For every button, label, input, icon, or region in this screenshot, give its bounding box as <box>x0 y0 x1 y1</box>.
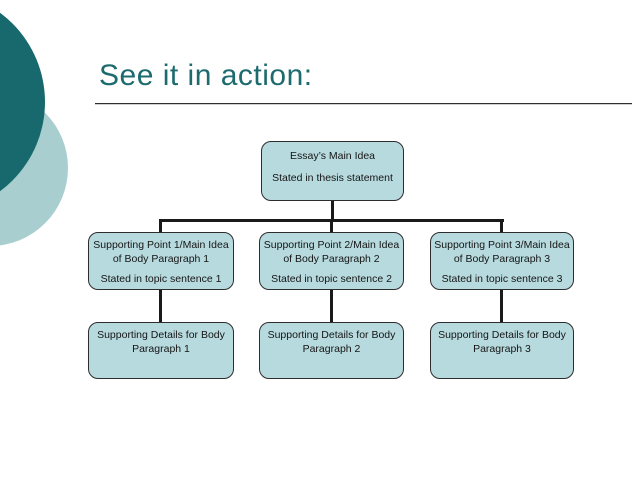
connector-stub-column-3 <box>500 221 503 234</box>
connector-crossbar <box>159 219 504 222</box>
node-main-idea: Essay’s Main Idea Stated in thesis state… <box>261 141 404 201</box>
connector-drop-column-1 <box>159 288 162 324</box>
node-supporting-point-2-note: Stated in topic sentence 2 <box>271 273 392 286</box>
node-supporting-point-1-heading: Supporting Point 1/Main Idea of Body Par… <box>93 239 229 266</box>
node-main-idea-note: Stated in thesis statement <box>272 172 393 185</box>
slide-title: See it in action: <box>99 59 313 92</box>
node-supporting-details-2-text: Supporting Details for Body Paragraph 2 <box>267 329 396 356</box>
connector-root-stem <box>331 199 334 221</box>
node-supporting-point-1-note: Stated in topic sentence 1 <box>100 273 222 286</box>
node-supporting-details-2: Supporting Details for Body Paragraph 2 <box>259 322 404 379</box>
node-supporting-details-1-text: Supporting Details for Body Paragraph 1 <box>97 329 225 356</box>
node-supporting-point-3: Supporting Point 3/Main Idea of Body Par… <box>430 232 574 290</box>
node-supporting-point-2: Supporting Point 2/Main Idea of Body Par… <box>259 232 404 290</box>
node-supporting-point-2-heading: Supporting Point 2/Main Idea of Body Par… <box>263 239 400 266</box>
node-supporting-point-3-heading: Supporting Point 3/Main Idea of Body Par… <box>434 239 570 266</box>
node-supporting-point-3-note: Stated in topic sentence 3 <box>441 273 563 286</box>
connector-stub-column-2 <box>330 221 333 234</box>
connector-drop-column-3 <box>500 288 503 324</box>
connector-stub-column-1 <box>159 221 162 234</box>
node-supporting-details-3-text: Supporting Details for Body Paragraph 3 <box>438 329 566 356</box>
connector-drop-column-2 <box>330 288 333 324</box>
node-main-idea-heading: Essay’s Main Idea <box>289 150 375 162</box>
node-supporting-details-1: Supporting Details for Body Paragraph 1 <box>88 322 234 379</box>
title-underline <box>95 103 632 104</box>
node-supporting-point-1: Supporting Point 1/Main Idea of Body Par… <box>88 232 234 290</box>
node-supporting-details-3: Supporting Details for Body Paragraph 3 <box>430 322 574 379</box>
